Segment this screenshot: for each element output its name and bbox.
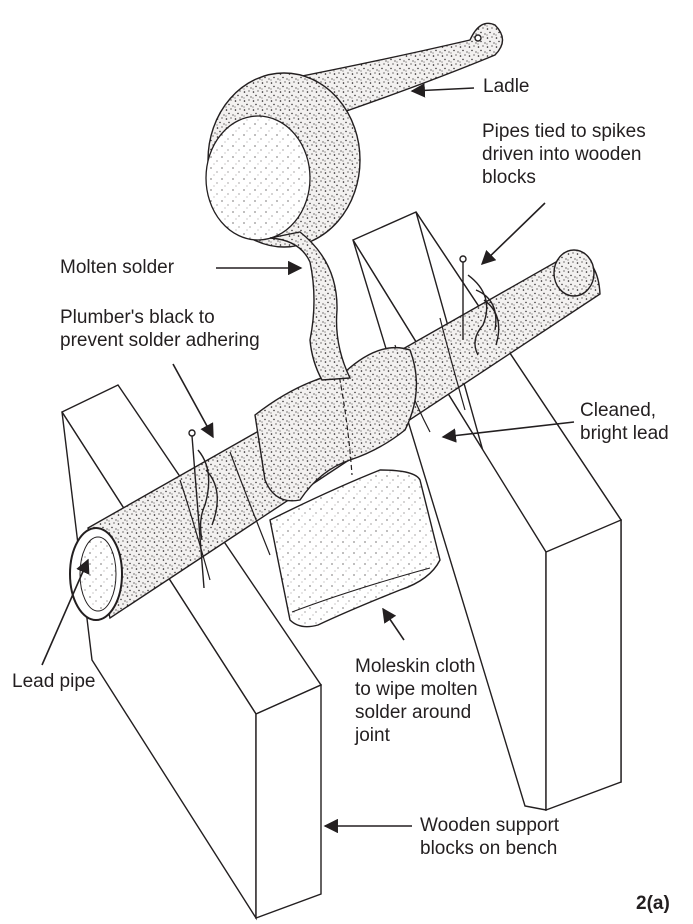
label-moleskin: Moleskin cloth to wipe molten solder aro…: [355, 656, 478, 746]
moleskin-cloth: [269, 469, 441, 628]
molten-solder-stream: [269, 231, 352, 381]
figure-number: 2(a): [636, 893, 670, 914]
label-wooden-blocks: Wooden support blocks on bench: [420, 815, 560, 859]
label-pipes-tied: Pipes tied to spikes driven into wooden …: [482, 121, 646, 188]
cleaned-lead-band: [179, 451, 271, 581]
tie-right: [459, 255, 500, 356]
label-cleaned-lead: Cleaned, bright lead: [580, 400, 669, 444]
label-molten-solder: Molten solder: [60, 257, 175, 278]
tie-left: [188, 429, 218, 589]
label-plumbers-black: Plumber's black to prevent solder adheri…: [60, 307, 260, 351]
leader-lines: [41, 83, 575, 834]
ladle: [205, 22, 504, 248]
label-ladle: Ladle: [483, 76, 530, 97]
label-lead-pipe: Lead pipe: [12, 671, 96, 692]
